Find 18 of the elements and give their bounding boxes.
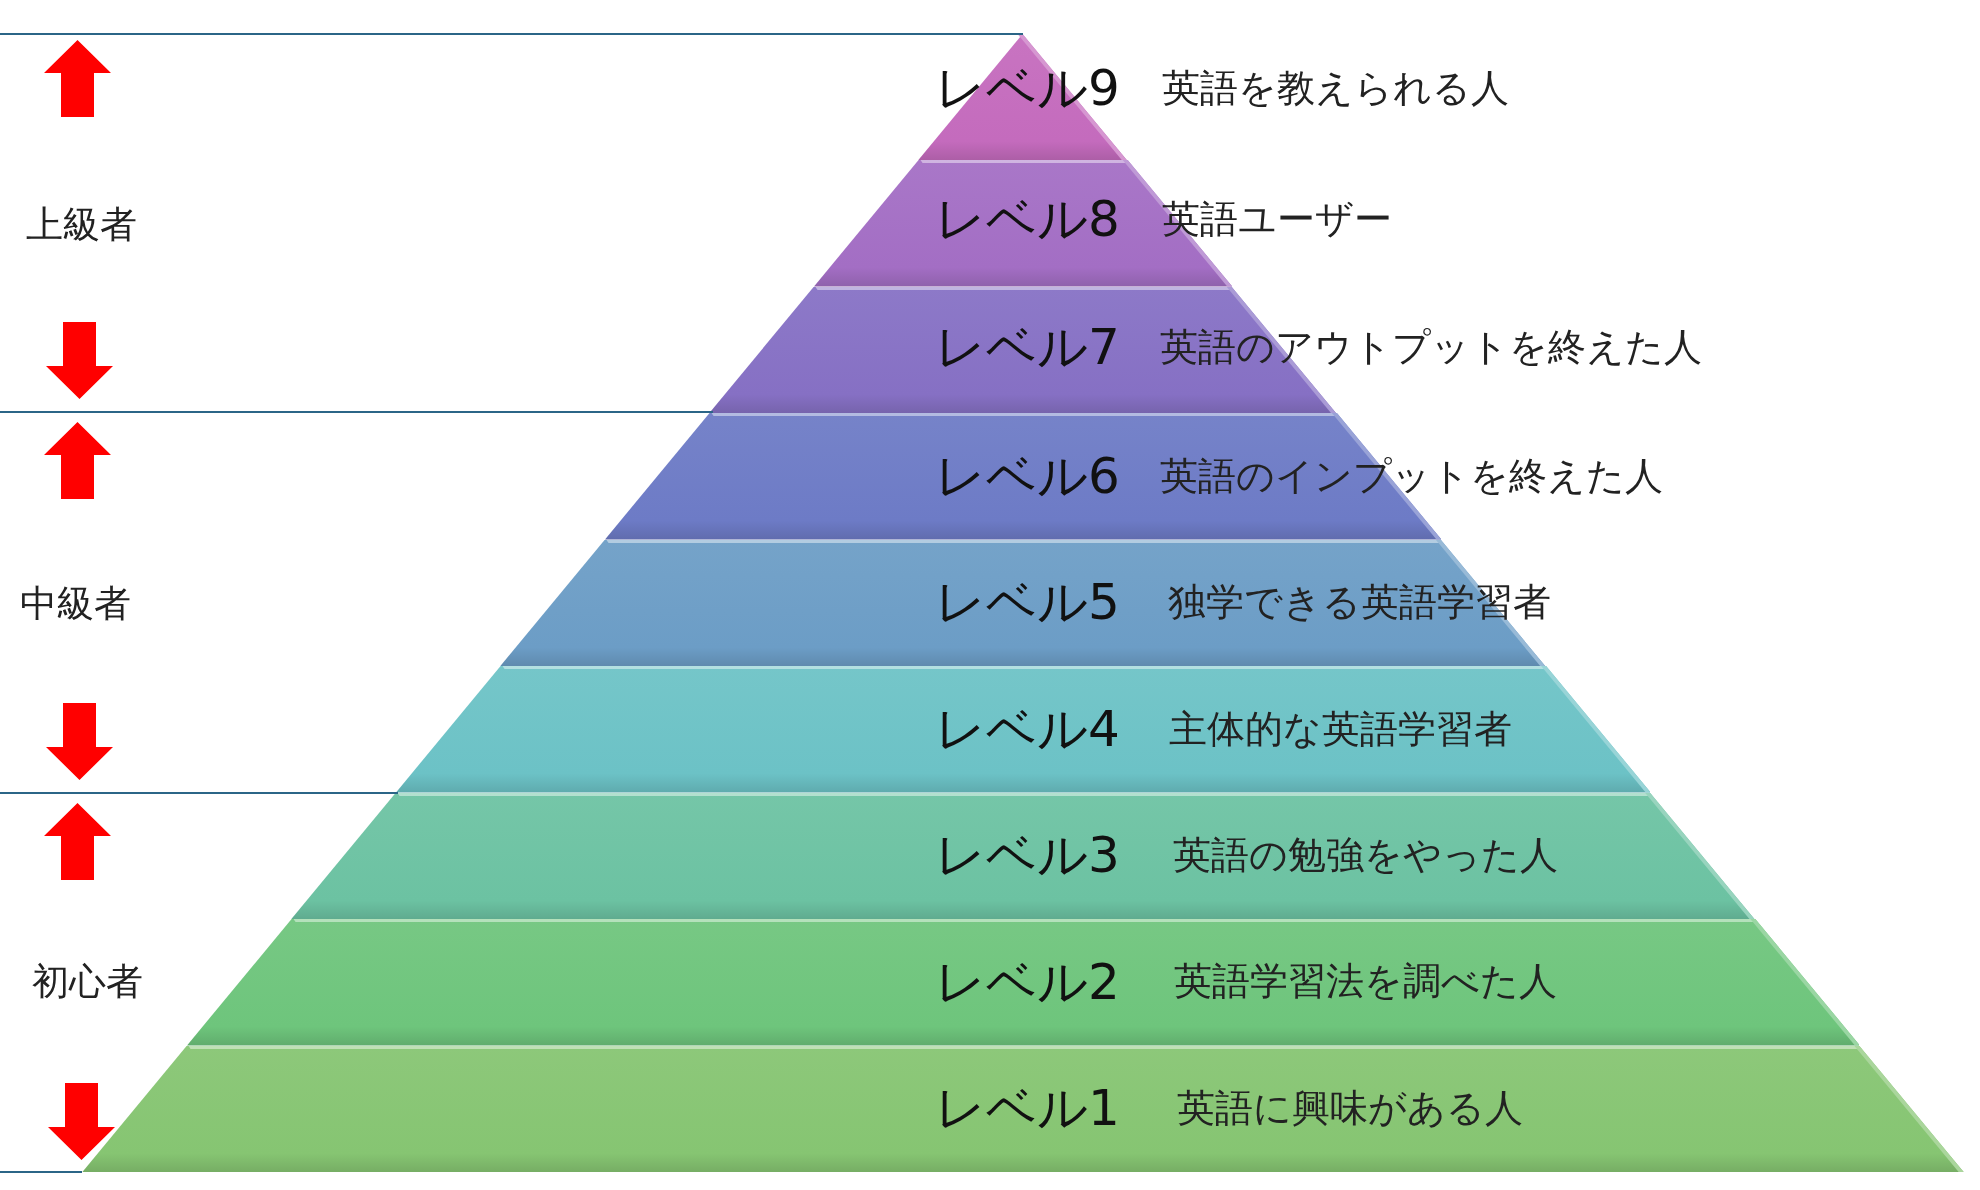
level-description: 英語のインプットを終えた人 (1160, 454, 1663, 499)
level-label: レベル7 (935, 319, 1120, 377)
level-description: 英語学習法を調べた人 (1174, 960, 1557, 1005)
level-description: 英語の勉強をやった人 (1173, 834, 1558, 878)
level-label: レベル6 (935, 447, 1120, 506)
level-label: レベル2 (935, 953, 1120, 1012)
level-label: レベル8 (935, 190, 1120, 249)
level-label: レベル3 (935, 827, 1120, 885)
level-label: レベル4 (935, 700, 1120, 759)
level-description: 主体的な英語学習者 (1169, 707, 1512, 752)
level-description: 英語のアウトプットを終えた人 (1160, 326, 1702, 370)
level-description: 英語を教えられる人 (1162, 67, 1509, 112)
level-label: レベル1 (935, 1080, 1120, 1138)
group-label: 上級者 (26, 203, 137, 247)
group-label: 初心者 (32, 960, 143, 1004)
level-label: レベル5 (935, 574, 1120, 632)
group-label: 中級者 (20, 582, 131, 626)
level-description: 英語に興味がある人 (1177, 1086, 1523, 1131)
